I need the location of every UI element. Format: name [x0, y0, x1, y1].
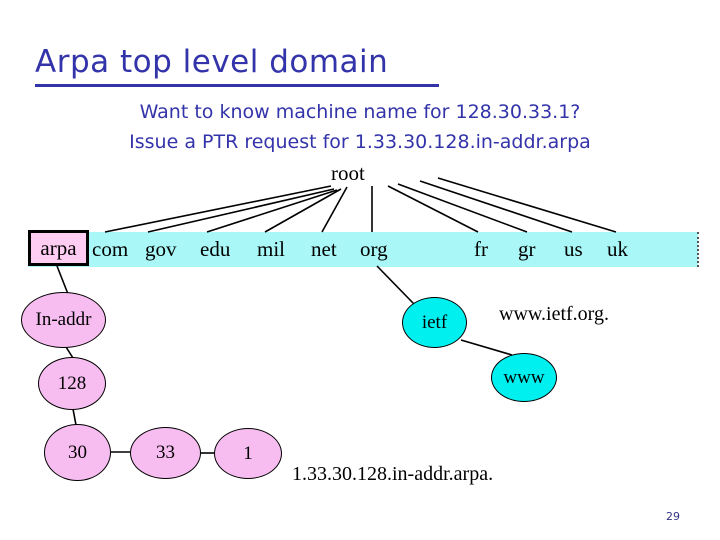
fqdn-forward-label: www.ietf.org.	[499, 303, 609, 325]
arpa-tld-box[interactable]: arpa	[28, 230, 89, 266]
tree-node-1[interactable]: 1	[214, 428, 282, 479]
tree-node-33[interactable]: 33	[130, 427, 201, 479]
root-label: root	[331, 161, 365, 185]
tree-node-ietf[interactable]: ietf	[402, 297, 467, 348]
page-number: 29	[666, 510, 680, 523]
page-title: Arpa top level domain	[35, 44, 389, 80]
tld-label-com[interactable]: com	[92, 237, 129, 261]
tld-label-uk[interactable]: uk	[607, 237, 628, 261]
subtitle-line-1: Want to know machine name for 128.30.33.…	[139, 101, 581, 123]
tree-node-in-addr[interactable]: In-addr	[21, 292, 106, 348]
band-right-edge	[697, 232, 701, 267]
tree-node-128[interactable]: 128	[38, 357, 106, 410]
tld-label-gr[interactable]: gr	[518, 237, 536, 261]
tld-label-fr[interactable]: fr	[474, 237, 488, 261]
fqdn-reverse-label: 1.33.30.128.in-addr.arpa.	[292, 463, 494, 485]
tld-label-edu[interactable]: edu	[200, 237, 231, 261]
title-underline	[35, 84, 439, 87]
tld-label-us[interactable]: us	[564, 237, 583, 261]
tld-label-org[interactable]: org	[360, 237, 388, 261]
tld-label-gov[interactable]: gov	[145, 237, 177, 261]
tree-node-www[interactable]: www	[491, 353, 557, 402]
tld-label-mil[interactable]: mil	[257, 237, 286, 261]
subtitle-line-2: Issue a PTR request for 1.33.30.128.in-a…	[129, 131, 591, 153]
tree-node-30[interactable]: 30	[44, 424, 111, 481]
tld-band	[28, 232, 698, 267]
tld-label-net[interactable]: net	[311, 237, 337, 261]
